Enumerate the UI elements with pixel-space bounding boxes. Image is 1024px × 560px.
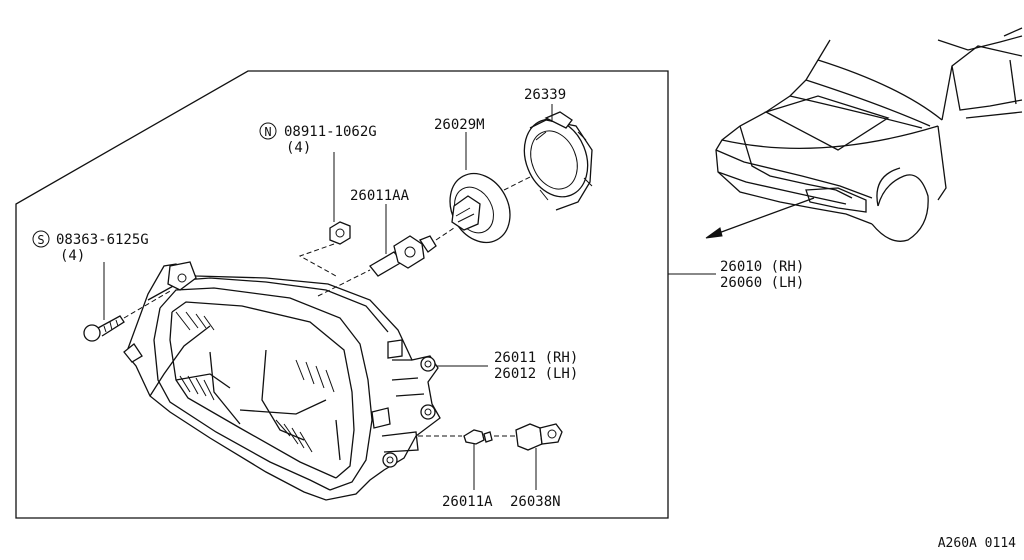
socket-label: 26029M bbox=[434, 117, 485, 133]
screw-dash-line bbox=[123, 289, 173, 319]
screw-quantity: (4) bbox=[60, 248, 85, 264]
screw-part bbox=[83, 315, 125, 342]
nut-part-number: 08911-1062G bbox=[284, 124, 377, 140]
assembly-rh-label: 26010 (RH) bbox=[720, 259, 804, 275]
nut-part bbox=[329, 221, 351, 245]
cap-part bbox=[523, 111, 593, 211]
screw-part-number: 08363-6125G bbox=[56, 232, 149, 248]
main-bulb-label: 26011AA bbox=[350, 188, 410, 204]
socket-part bbox=[449, 172, 511, 244]
diagram-code: A260A 0114 bbox=[938, 536, 1016, 551]
nut-badge: N bbox=[264, 125, 271, 139]
housing-rh-label: 26011 (RH) bbox=[494, 350, 578, 366]
location-arrow-shaft bbox=[715, 197, 815, 235]
screw-badge: S bbox=[37, 233, 44, 247]
socket-dash-line bbox=[435, 227, 455, 241]
nut-badge-circle bbox=[259, 122, 277, 140]
location-arrow-head bbox=[705, 227, 723, 239]
cap-label: 26339 bbox=[524, 87, 566, 103]
housing-lh-label: 26012 (LH) bbox=[494, 366, 578, 382]
small-bulb-label: 26011A bbox=[442, 494, 493, 510]
lens-hatching bbox=[175, 311, 335, 453]
nut-quantity: (4) bbox=[286, 140, 311, 156]
small-bulb-part bbox=[463, 429, 493, 445]
small-socket-label: 26038N bbox=[510, 494, 561, 510]
vehicle-illustration bbox=[715, 27, 1023, 242]
screw-badge-circle bbox=[32, 230, 50, 248]
nut-dash-line bbox=[298, 243, 337, 277]
headlamp-housing bbox=[123, 261, 441, 501]
assembly-lh-label: 26060 (LH) bbox=[720, 275, 804, 291]
main-bulb-dash-line bbox=[317, 269, 371, 297]
small-socket-part bbox=[515, 423, 563, 451]
cap-dash-line bbox=[503, 175, 533, 191]
main-bulb-part bbox=[369, 235, 437, 277]
assembly-frame bbox=[15, 70, 669, 519]
